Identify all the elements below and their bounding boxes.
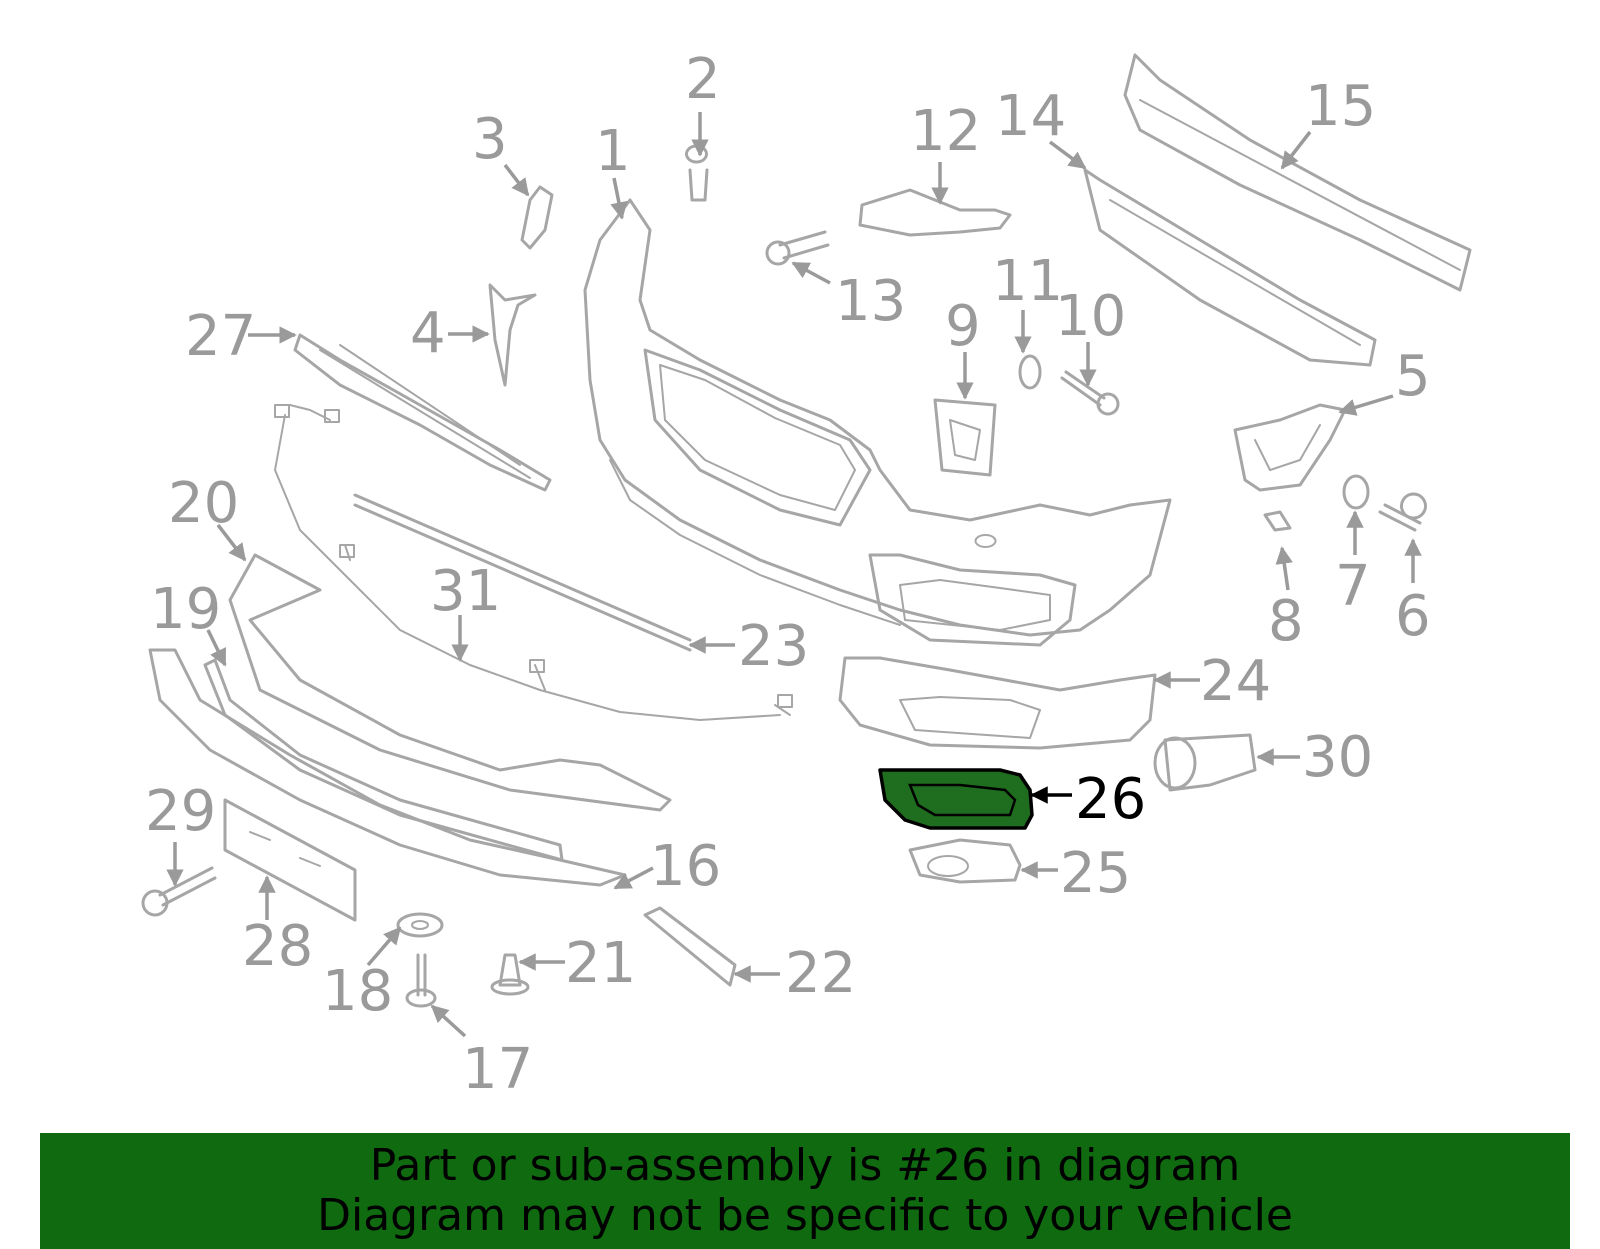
part-6-bolt — [1378, 492, 1427, 532]
callout-8: 8 — [1268, 589, 1304, 654]
callout-27: 27 — [185, 304, 256, 369]
part-14-absorber — [1083, 168, 1377, 367]
part-30-sensor — [1153, 733, 1257, 792]
callout-14: 14 — [995, 84, 1066, 149]
part-18-washer — [396, 912, 444, 938]
part-1-bumper-cover — [583, 198, 1172, 647]
part-17-screw — [405, 953, 437, 1008]
callout-15: 15 — [1305, 74, 1376, 139]
part-31-wiring-harness — [274, 404, 793, 721]
callout-24: 24 — [1200, 649, 1271, 714]
part-26-highlighted-trim — [878, 768, 1034, 830]
part-19-strip — [203, 658, 564, 862]
callout-6: 6 — [1395, 584, 1431, 649]
callout-31: 31 — [430, 559, 501, 624]
part-9-block — [933, 398, 997, 477]
part-16-lower-trim — [148, 648, 627, 887]
footer-line-part: Part or sub-assembly is #26 in diagram — [369, 1140, 1241, 1191]
callout-23: 23 — [738, 614, 809, 679]
part-12-bracket — [858, 188, 1012, 237]
part-27-grille-mesh — [293, 333, 552, 492]
part-8-clip — [1263, 510, 1292, 532]
callout-labels: 1 2 3 4 5 6 7 8 9 10 11 12 13 14 15 16 1… — [145, 47, 1431, 1102]
part-2-push-clip — [685, 144, 709, 202]
callout-7: 7 — [1335, 554, 1371, 619]
callout-28: 28 — [242, 914, 313, 979]
leader-arrows — [166, 112, 1422, 1038]
part-13-bolt — [765, 230, 830, 266]
part-3-cap — [520, 185, 554, 250]
callout-30: 30 — [1302, 725, 1373, 790]
part-15-reinforcement-bar — [1123, 53, 1472, 292]
footer-banner: Part or sub-assembly is #26 in diagram D… — [40, 1133, 1570, 1249]
part-25-fog-grille — [908, 838, 1022, 884]
callout-13: 13 — [835, 269, 906, 334]
callout-5: 5 — [1395, 344, 1431, 409]
part-10-pin — [1060, 370, 1120, 416]
part-22-trim-piece — [643, 906, 737, 987]
callout-19: 19 — [150, 577, 221, 642]
callout-4: 4 — [410, 301, 446, 366]
callout-21: 21 — [565, 931, 636, 996]
part-4-bracket — [488, 283, 537, 387]
callout-12: 12 — [910, 99, 981, 164]
callout-17: 17 — [462, 1037, 533, 1102]
callout-1: 1 — [595, 119, 631, 184]
callout-26: 26 — [1075, 767, 1146, 832]
callout-9: 9 — [945, 294, 981, 359]
part-7-washer — [1342, 474, 1370, 510]
part-29-bolt — [141, 866, 217, 917]
part-28-plate — [223, 798, 357, 922]
callout-20: 20 — [168, 471, 239, 536]
callout-10: 10 — [1055, 284, 1126, 349]
callout-22: 22 — [785, 941, 856, 1006]
part-11-washer — [1018, 354, 1042, 390]
callout-29: 29 — [145, 779, 216, 844]
part-24-lower-frame — [838, 656, 1157, 750]
part-20-splash-shield — [228, 553, 672, 812]
callout-2: 2 — [685, 47, 721, 112]
part-21-rivet — [490, 953, 530, 996]
part-5-side-bracket — [1233, 403, 1347, 492]
part-23-long-strip — [353, 493, 692, 652]
callout-11: 11 — [992, 249, 1063, 314]
footer-line-disclaimer: Diagram may not be specific to your vehi… — [317, 1190, 1293, 1241]
callout-3: 3 — [472, 107, 508, 172]
callout-18: 18 — [322, 959, 393, 1024]
callout-25: 25 — [1060, 841, 1131, 906]
callout-16: 16 — [650, 834, 721, 899]
